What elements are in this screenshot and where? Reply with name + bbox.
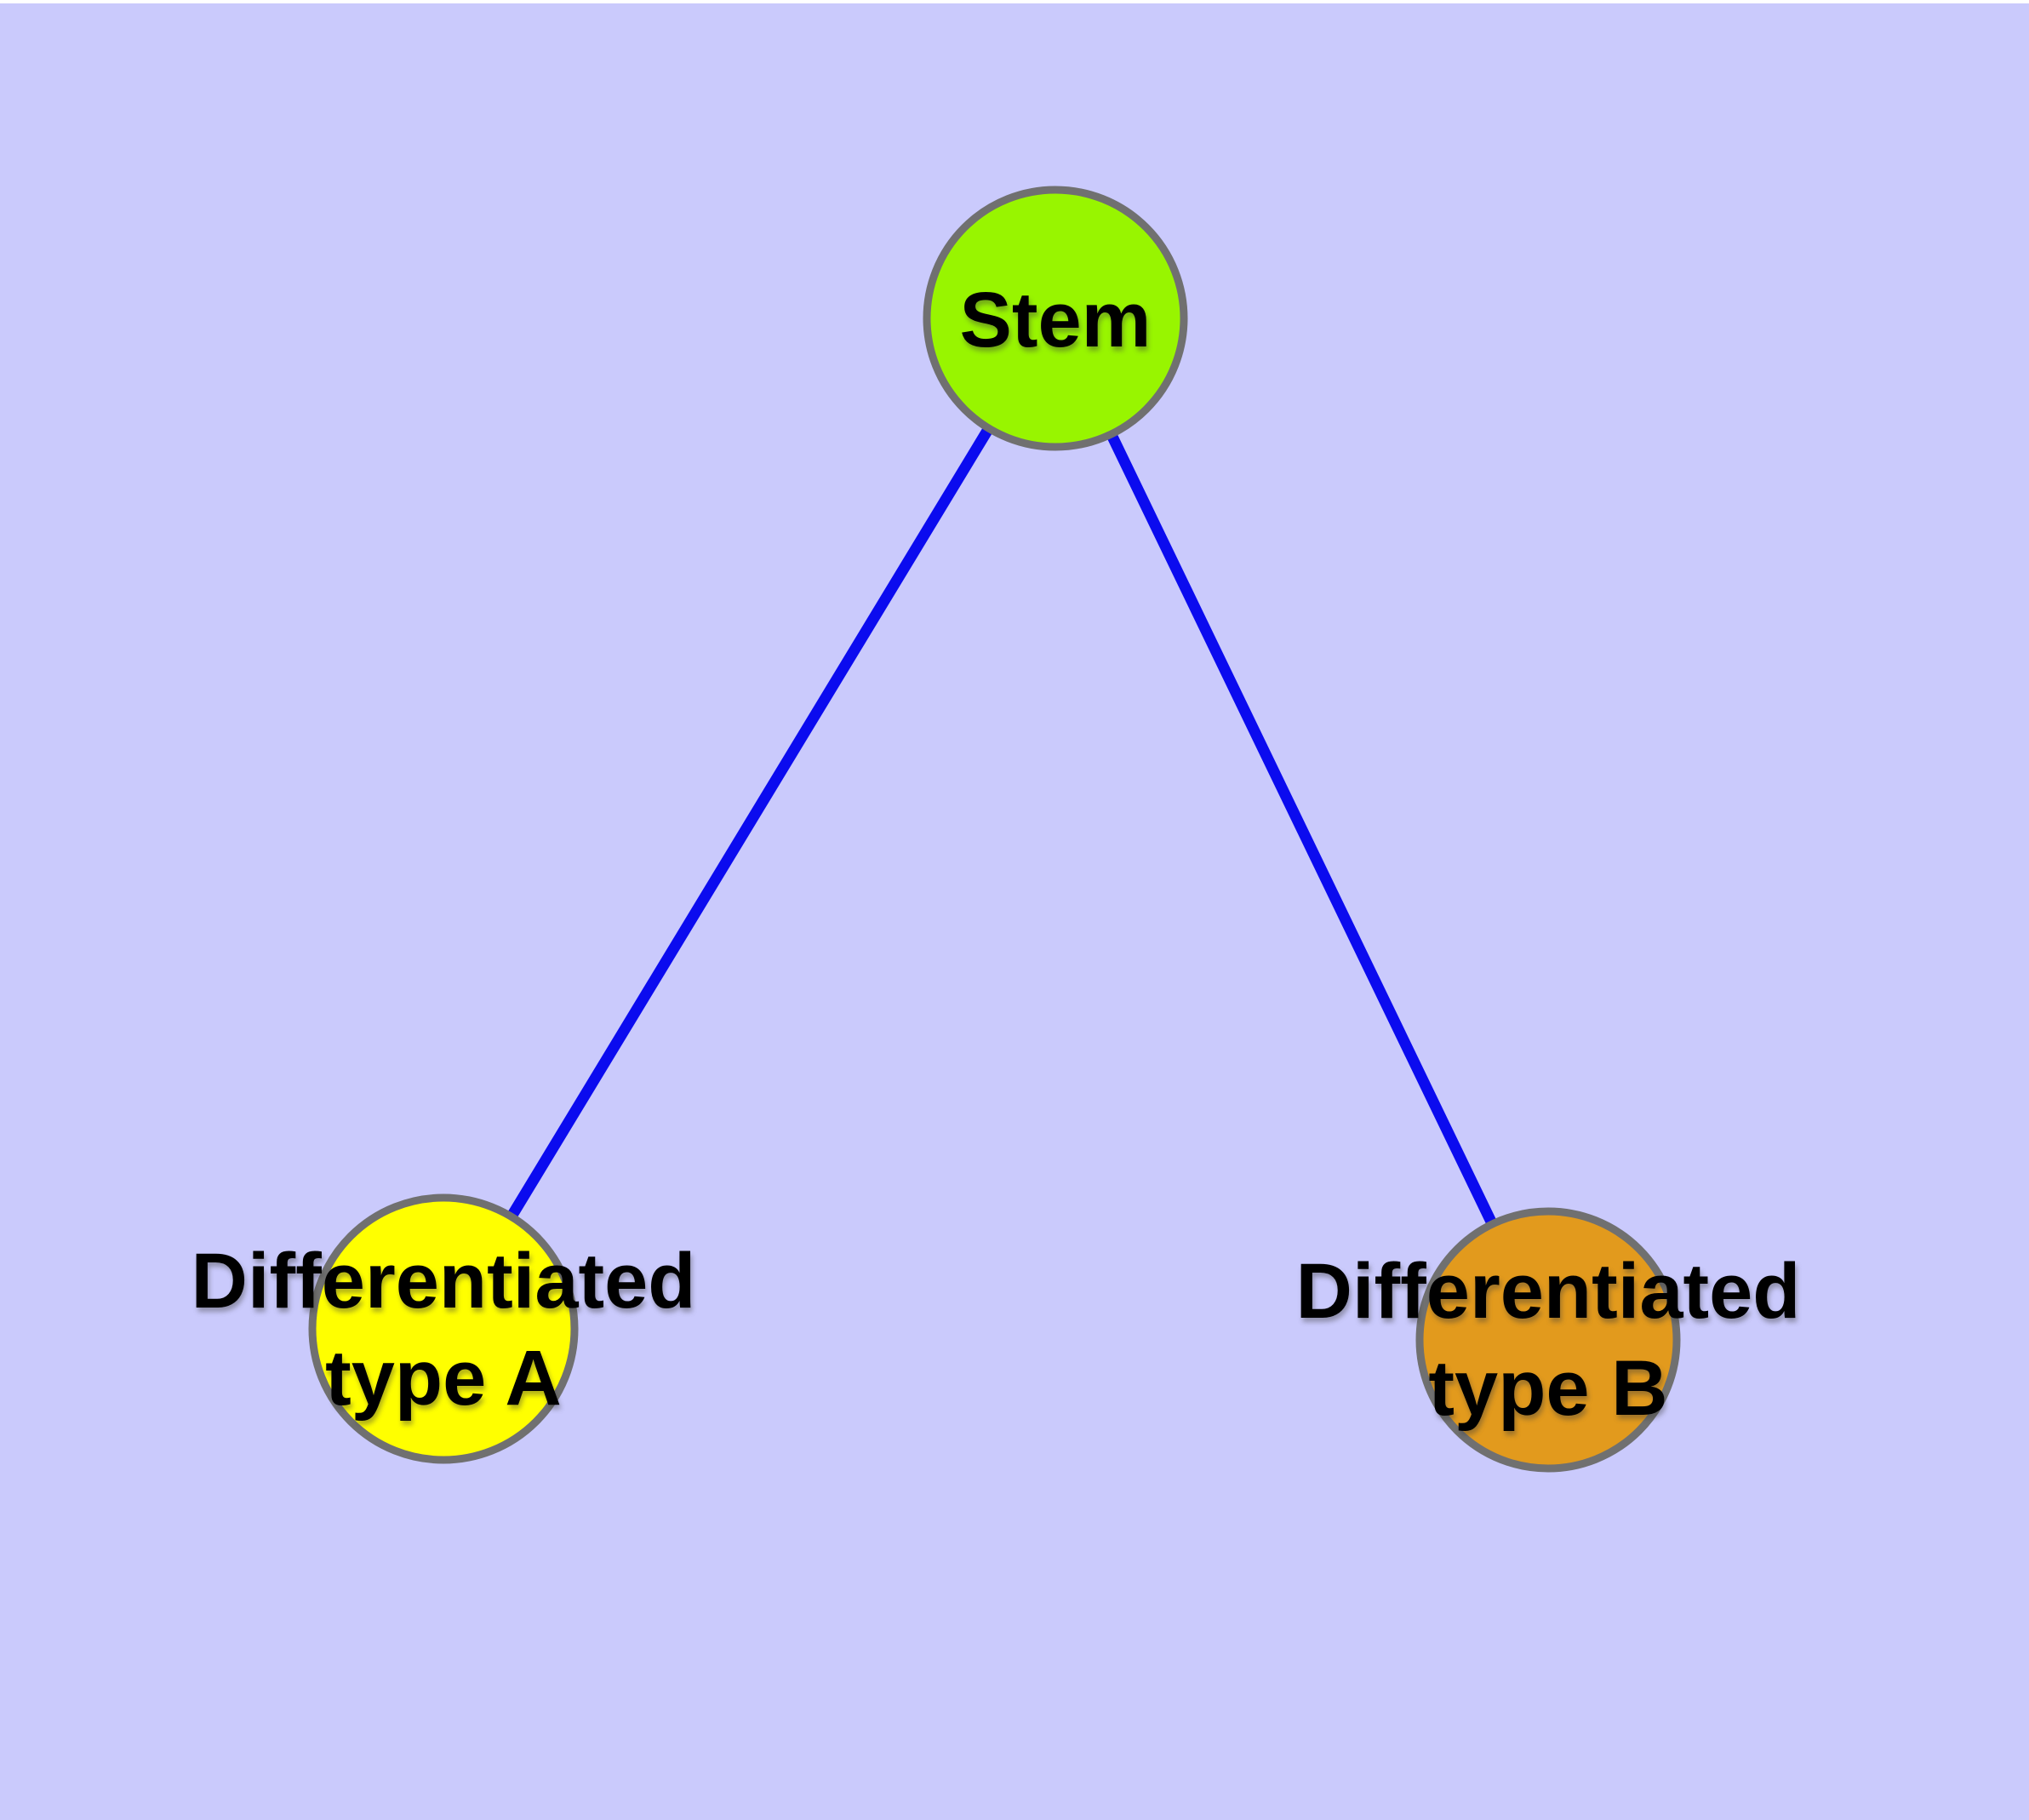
node-differentiated-type-a: [308, 1193, 579, 1464]
edge-stem-to-type-b: [1050, 316, 1553, 1342]
node-stem: [923, 186, 1188, 451]
node-differentiated-type-b: [1415, 1207, 1681, 1473]
node-type-a-label-line1: Differentiated: [191, 1238, 696, 1325]
node-type-b-label-line2: type B: [1428, 1345, 1667, 1432]
edge-stem-to-type-a: [438, 315, 1060, 1332]
node-type-b-label-line1: Differentiated: [1296, 1248, 1801, 1335]
node-type-a-label-line2: type A: [325, 1335, 562, 1422]
node-stem-label: Stem: [960, 277, 1152, 363]
